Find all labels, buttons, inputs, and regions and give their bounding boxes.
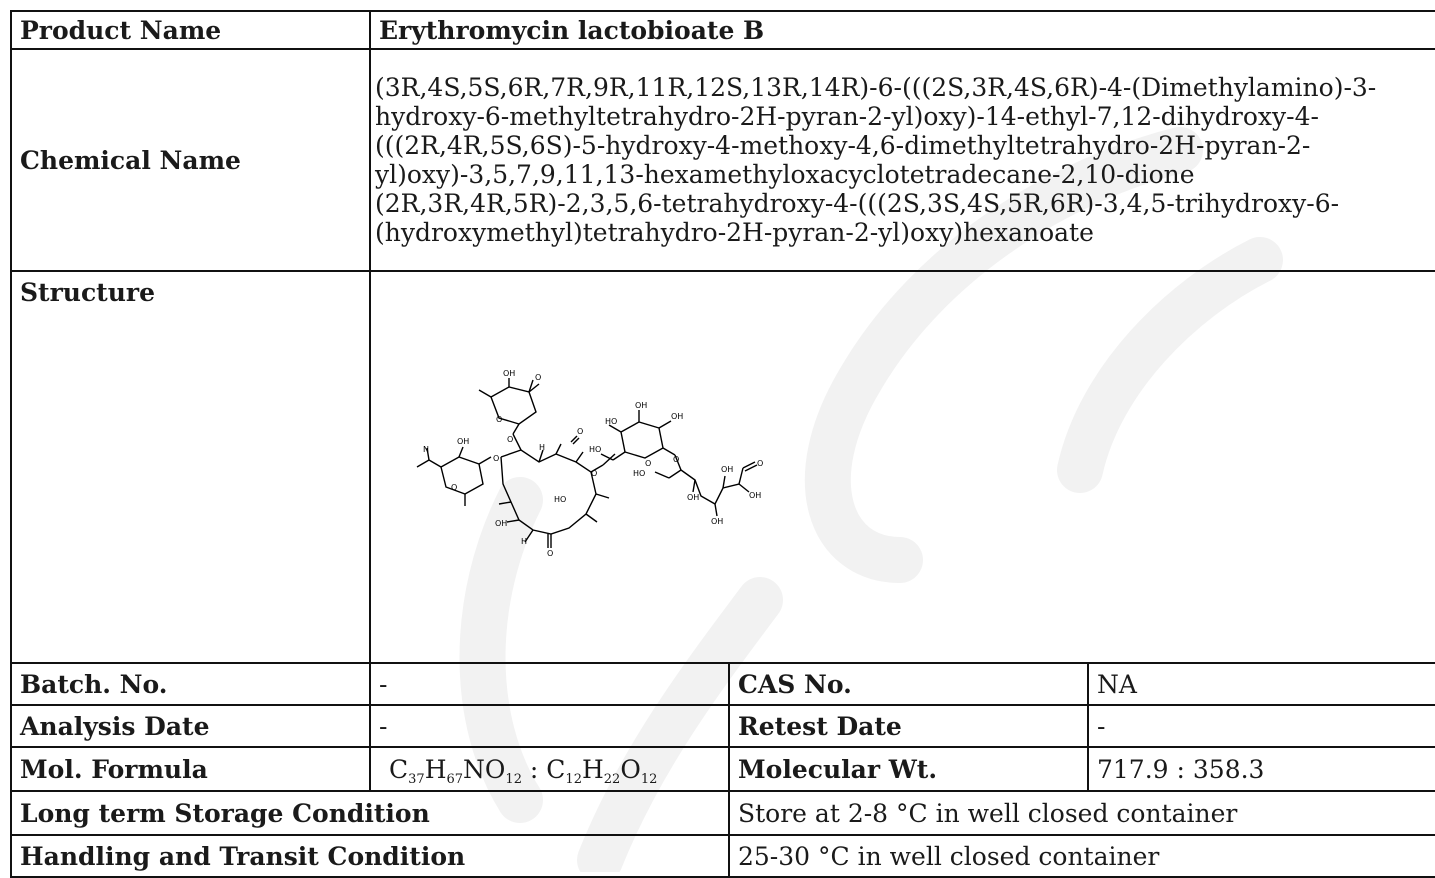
chemical-name-line: (hydroxymethyl)tetrahydro-2H-pyran-2-yl)… xyxy=(375,218,1094,247)
atom-label: O xyxy=(493,454,499,463)
formula-subscript: 37 xyxy=(408,771,425,787)
chemical-name-line: (((2R,4R,5S,6S)-5-hydroxy-4-methoxy-4,6-… xyxy=(375,131,1311,160)
formula-part: O xyxy=(620,754,641,784)
handling-condition-value: 25-30 °C in well closed container xyxy=(727,834,1435,878)
batch-no-value: - xyxy=(369,662,730,706)
molecular-wt-value: 717.9 : 358.3 xyxy=(1086,746,1435,792)
molecular-wt-label: Molecular Wt. xyxy=(728,746,1089,792)
formula-part: : C xyxy=(521,754,566,784)
atom-label: HO xyxy=(605,417,617,426)
formula-subscript: 67 xyxy=(446,771,464,787)
atom-label: H xyxy=(521,537,527,546)
atom-label: HO xyxy=(589,445,601,454)
atom-label: O xyxy=(496,415,502,424)
atom-label: OH xyxy=(721,465,733,474)
chemical-name-line: yl)oxy)-3,5,7,9,11,13-hexamethyloxacyclo… xyxy=(375,160,1195,189)
atom-label: HO xyxy=(554,495,566,504)
formula-subscript: 12 xyxy=(565,771,582,787)
atom-label: OH xyxy=(495,519,507,528)
atom-label: OH xyxy=(687,493,699,502)
atom-label: O xyxy=(591,469,597,478)
atom-label: O xyxy=(507,435,513,444)
atom-label: OH xyxy=(671,412,683,421)
formula-part: H xyxy=(581,754,604,784)
formula-part: C xyxy=(389,754,409,784)
atom-label: O xyxy=(645,459,651,468)
cas-no-value: NA xyxy=(1086,662,1435,706)
chemical-name-line: (2R,3R,4R,5R)-2,3,5,6-tetrahydroxy-4-(((… xyxy=(375,189,1340,218)
atom-label: O xyxy=(547,549,553,558)
chemical-name-value: (3R,4S,5S,6R,7R,9R,11R,12S,13R,14R)-6-((… xyxy=(368,48,1435,272)
product-name-value: Erythromycin lactobioate B xyxy=(368,10,1435,50)
atom-label: OH xyxy=(749,491,761,500)
atom-label: OH xyxy=(457,437,469,446)
chemical-name-label: Chemical Name xyxy=(10,48,371,272)
chemical-structure-drawing: OH O O O OH N O O O O O OH HO H H OH OH xyxy=(416,369,763,558)
atom-label: OH xyxy=(711,517,723,526)
atom-label: OH xyxy=(503,369,515,378)
formula-subscript: 12 xyxy=(640,771,658,787)
mol-formula-label: Mol. Formula xyxy=(10,746,371,792)
atom-label: O xyxy=(451,483,457,492)
analysis-date-label: Analysis Date xyxy=(10,704,371,748)
formula-subscript: 12 xyxy=(505,771,522,787)
storage-condition-label: Long term Storage Condition xyxy=(10,790,730,836)
atom-label: N xyxy=(423,445,429,454)
formula-subscript: 22 xyxy=(603,771,621,787)
atom-label: O xyxy=(757,459,763,468)
structure-image: OH O O O OH N O O O O O OH HO H H OH OH xyxy=(368,270,1435,664)
analysis-date-value: - xyxy=(369,704,730,748)
batch-no-label: Batch. No. xyxy=(10,662,371,706)
retest-date-label: Retest Date xyxy=(728,704,1089,748)
atom-label: OH xyxy=(635,401,647,410)
atom-label: HO xyxy=(633,469,645,478)
structure-label: Structure xyxy=(10,270,371,664)
formula-part: NO xyxy=(463,754,506,784)
storage-condition-value: Store at 2-8 °C in well closed container xyxy=(727,790,1435,836)
atom-label: H xyxy=(539,443,545,452)
atom-label: O xyxy=(673,455,679,464)
formula-part: H xyxy=(424,754,447,784)
atom-label: O xyxy=(577,427,583,436)
chemical-name-line: hydroxy-6-methyltetrahydro-2H-pyran-2-yl… xyxy=(375,102,1319,131)
handling-condition-label: Handling and Transit Condition xyxy=(10,834,730,878)
product-spec-table: Product Name Erythromycin lactobioate B … xyxy=(10,10,1435,878)
cas-no-label: CAS No. xyxy=(728,662,1089,706)
chemical-name-line: (3R,4S,5S,6R,7R,9R,11R,12S,13R,14R)-6-((… xyxy=(375,73,1377,102)
product-name-label: Product Name xyxy=(10,10,371,50)
mol-formula-value: C37H67NO12 : C12H22O12 xyxy=(369,746,730,792)
atom-label: O xyxy=(535,373,541,382)
retest-date-value: - xyxy=(1086,704,1435,748)
